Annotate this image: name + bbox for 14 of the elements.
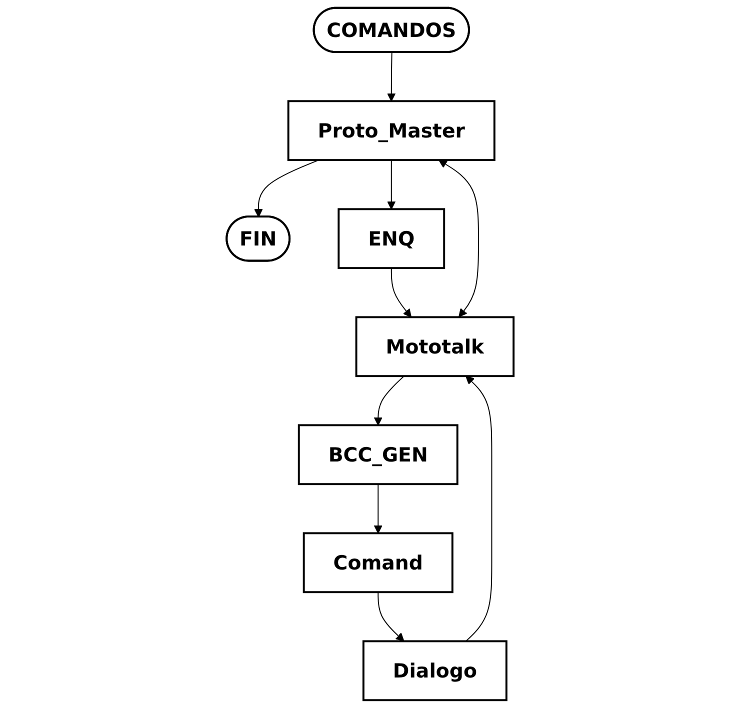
node-box: Proto_Master bbox=[288, 100, 496, 162]
node-box: ENQ bbox=[338, 208, 446, 270]
arrow bbox=[374, 376, 405, 426]
arrow bbox=[387, 52, 396, 102]
arrow bbox=[374, 484, 383, 534]
node-box: BCC_GEN bbox=[298, 424, 459, 486]
node-box: Comand bbox=[303, 532, 454, 594]
node-box: Mototalk bbox=[356, 316, 515, 378]
arrow bbox=[378, 592, 405, 642]
node-box: Dialogo bbox=[362, 640, 508, 702]
arrow bbox=[387, 160, 396, 210]
arrow bbox=[466, 376, 493, 642]
arrow bbox=[438, 160, 480, 318]
arrow bbox=[391, 268, 412, 318]
